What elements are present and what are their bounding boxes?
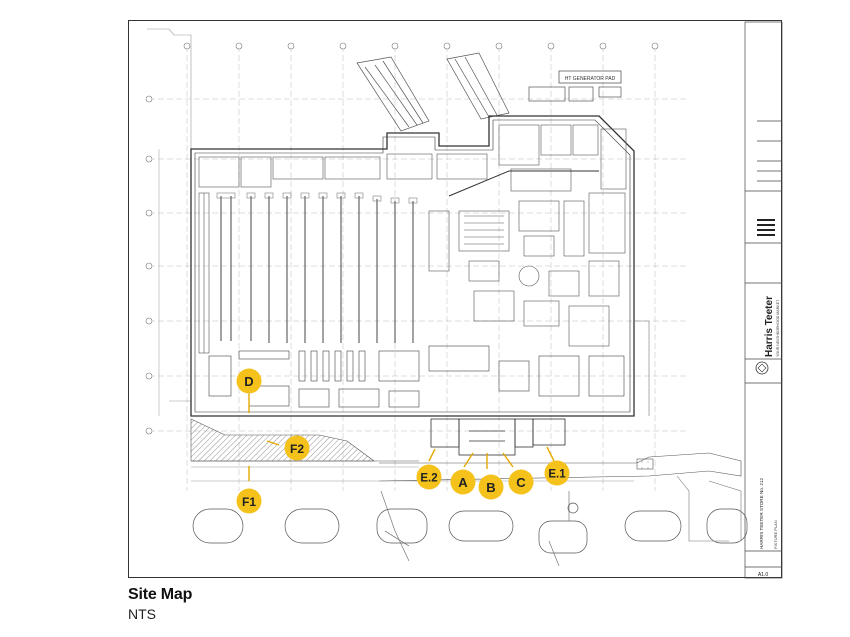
marker-C: C: [508, 469, 534, 495]
marker-F1: F1: [236, 488, 262, 514]
brand-tagline: YOUR NEIGHBORHOOD MARKET: [776, 299, 780, 357]
brand-logo-text: Harris Teeter: [764, 296, 775, 357]
pickup-drive-lane: [190, 418, 419, 468]
marker-B: B: [478, 474, 504, 500]
grid-lines: [149, 46, 689, 491]
wall-coolers: [198, 192, 210, 354]
checkout-lanes: [208, 345, 625, 408]
entrance-vestibules: [430, 418, 566, 456]
sheet-number: A1.0: [758, 572, 769, 578]
grid-bubbles: [145, 42, 659, 435]
floor-plan-drawing: HT GENERATOR PAD: [145, 21, 783, 579]
harris-teeter-logo-icon: [755, 361, 769, 375]
back-of-house-rooms: [198, 124, 627, 254]
right-lot-edges: [634, 320, 742, 542]
caption-title: Site Map: [128, 586, 193, 603]
svg-text:E.2: E.2: [420, 473, 437, 485]
svg-text:B: B: [486, 480, 495, 495]
svg-text:D: D: [244, 374, 253, 389]
title-block: [744, 21, 783, 579]
drawing-sheet: HT GENERATOR PAD: [128, 20, 783, 579]
loading-dock-area: [356, 52, 622, 132]
marker-arrows: [248, 394, 555, 481]
figure-caption: Site Map NTS: [128, 586, 192, 622]
svg-text:C: C: [516, 475, 526, 490]
title-block-stripes: [757, 219, 775, 236]
plan-name: FIXTURE PLAN: [773, 520, 778, 549]
grocery-aisles: [220, 196, 414, 343]
produce-department: [428, 200, 620, 347]
svg-text:E.1: E.1: [548, 469, 566, 481]
building-outline: [190, 115, 635, 417]
svg-text:F1: F1: [242, 495, 256, 509]
marker-F2: F2: [284, 435, 310, 461]
svg-text:A: A: [458, 475, 468, 490]
marker-D: D: [236, 368, 262, 394]
store-name: HARRIS TEETER STORE No. 212: [759, 477, 764, 549]
svg-text:F2: F2: [290, 442, 304, 456]
parking-islands: [192, 490, 748, 567]
generator-pad-label: HT GENERATOR PAD: [565, 76, 616, 82]
aisle-end-caps: [216, 192, 418, 204]
caption-scale: NTS: [128, 606, 156, 622]
marker-E2: E.2: [416, 464, 442, 490]
marker-E1: E.1: [544, 460, 570, 486]
marker-A: A: [450, 469, 476, 495]
sidewalk: [378, 452, 742, 482]
